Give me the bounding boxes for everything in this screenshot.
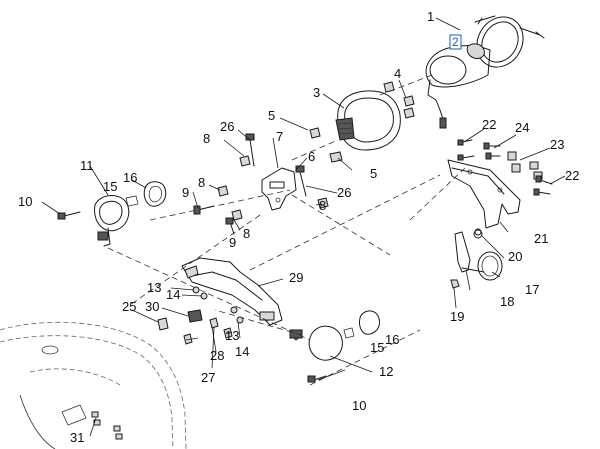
callout-22-top: 22: [482, 117, 496, 132]
callout-17: 17: [525, 282, 539, 297]
callout-19: 19: [450, 309, 464, 324]
callout-14-low: 14: [235, 344, 249, 359]
callout-29: 29: [289, 270, 303, 285]
callout-8-top: 8: [203, 131, 210, 146]
callout-20: 20: [508, 249, 522, 264]
callout-18: 18: [500, 294, 514, 309]
callout-15-right: 15: [370, 340, 384, 355]
callout-26-right: 26: [337, 185, 351, 200]
connector-bracket: [261, 167, 297, 211]
callout-24: 24: [515, 120, 529, 135]
callout-8-low: 8: [243, 226, 250, 241]
callout-16-left: 16: [123, 170, 137, 185]
callout-26-top: 26: [220, 119, 234, 134]
turn-signal-left: [94, 181, 167, 247]
callout-13-left: 13: [147, 280, 161, 295]
callout-1: 1: [427, 9, 434, 24]
fasteners: [57, 81, 553, 440]
callout-9-left: 9: [182, 185, 189, 200]
callout-2: 2: [452, 35, 459, 49]
plate-light: [450, 228, 503, 289]
callout-5-right: 5: [370, 166, 377, 181]
callout-8-mid: 8: [198, 175, 205, 190]
callout-27: 27: [201, 370, 215, 385]
callout-28: 28: [210, 348, 224, 363]
callout-10-bottom: 10: [352, 398, 366, 413]
callout-15-left: 15: [103, 179, 117, 194]
callout-5-top: 5: [268, 108, 275, 123]
license-plate-bracket: [447, 159, 521, 229]
callout-6: 6: [308, 149, 315, 164]
callout-23: 23: [550, 137, 564, 152]
callout-7: 7: [276, 129, 283, 144]
callout-11: 11: [80, 158, 94, 173]
callout-25: 25: [122, 299, 136, 314]
turn-signal-right: [289, 310, 381, 361]
callout-8-right: 8: [319, 198, 326, 213]
callout-14-left: 14: [166, 287, 180, 302]
callout-labels: 1 2 3 4 5 5 6 7 8 8 8 8 9 9 10 10 11 12 …: [18, 9, 579, 445]
tail-light-unit: [335, 90, 401, 151]
callout-21: 21: [534, 231, 548, 246]
reflector-assembly: [425, 15, 545, 129]
callout-4: 4: [394, 66, 401, 81]
rear-fender: [0, 321, 187, 449]
callout-2-box: [449, 34, 462, 50]
leader-lines: [41, 17, 566, 437]
callout-3: 3: [313, 85, 320, 100]
callout-16-right: 16: [385, 332, 399, 347]
callout-22-right: 22: [565, 168, 579, 183]
callout-31: 31: [70, 430, 84, 445]
callout-12: 12: [379, 364, 393, 379]
callout-10-left: 10: [18, 194, 32, 209]
callout-9-low: 9: [229, 235, 236, 250]
callout-13-low: 13: [225, 328, 239, 343]
assembly-guide-lines: [107, 74, 466, 386]
subframe: [181, 257, 283, 326]
callout-30: 30: [145, 299, 159, 314]
